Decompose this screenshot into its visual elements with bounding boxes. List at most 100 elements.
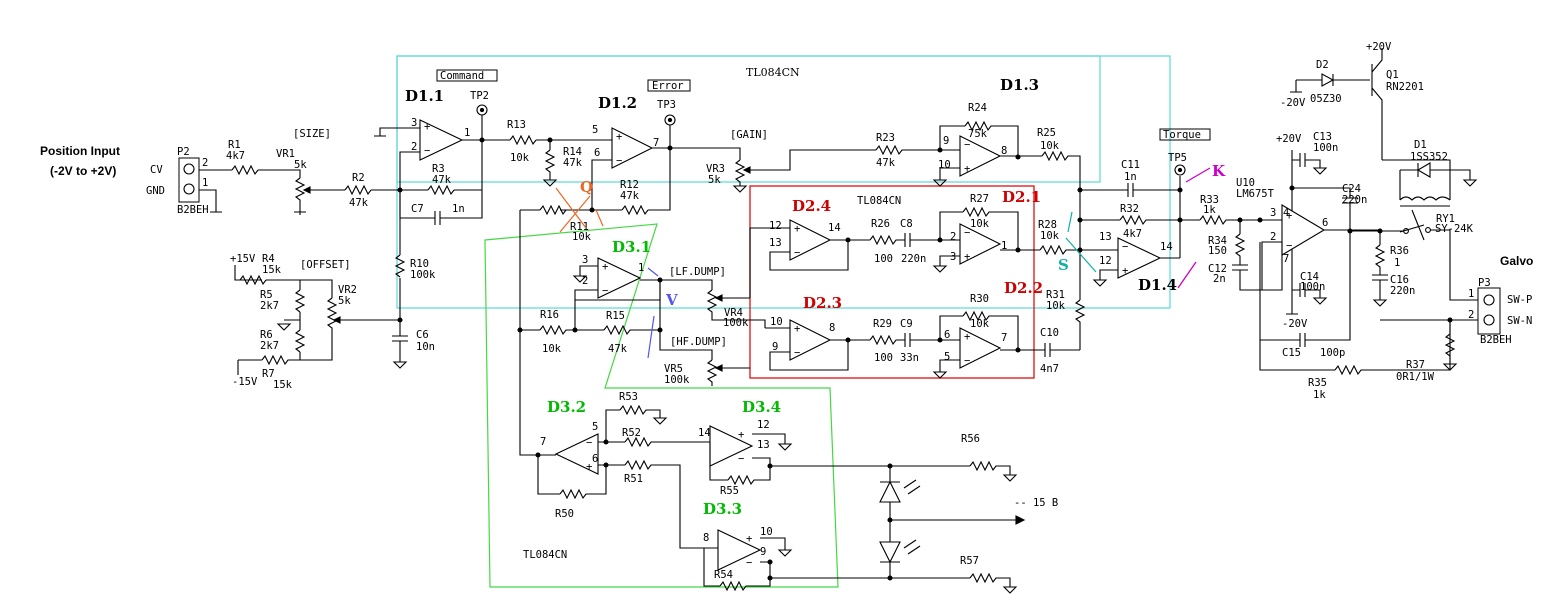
c13-value: 100n: [1313, 142, 1338, 154]
c9-label: C9: [900, 318, 913, 330]
p3-pin1: [1483, 294, 1495, 306]
p3-swp: SW-P: [1507, 294, 1532, 306]
r2-value: 47k: [349, 197, 369, 209]
marker-k: K: [1212, 162, 1226, 180]
resistor-r14: [544, 149, 556, 180]
pot-vr1: [294, 177, 306, 215]
r28-label: R28: [1038, 219, 1057, 231]
resistor-r6: [294, 329, 306, 353]
d2-value: 05Z30: [1310, 93, 1342, 105]
u10-pin6: 6: [1322, 217, 1328, 229]
resistor-r12: [592, 204, 649, 216]
block-d24: D2.4: [792, 197, 831, 215]
u10-pin3: 3: [1270, 207, 1276, 219]
supply-plus15: +15V: [230, 253, 256, 265]
capacitor-c13: [1292, 153, 1328, 175]
c16-label: C16: [1390, 274, 1409, 286]
d32-pin6: 6: [592, 453, 598, 465]
c15-label: C15: [1282, 347, 1301, 359]
opamp-d31: [597, 257, 642, 299]
r54-label: R54: [714, 569, 733, 581]
opamp-d12-plus: +: [616, 131, 622, 143]
d21-pin2: 2: [950, 231, 956, 243]
r37-label: R37: [1406, 359, 1425, 371]
marker-q-lines: [555, 187, 604, 233]
c14-value: 100n: [1300, 281, 1325, 293]
d12-pin5: 5: [592, 124, 598, 136]
opamp-d31-minus: −: [602, 285, 608, 297]
resistor-r56: [969, 460, 1018, 482]
label-command: Command: [440, 70, 484, 82]
title-position-input: Position Input: [40, 144, 120, 158]
capacitor-c11: [1080, 183, 1180, 197]
pot-vr2: [326, 297, 338, 342]
r32-value: 4k7: [1123, 228, 1142, 240]
d11-pin2: 2: [411, 141, 417, 153]
opamp-d31-plus: +: [602, 261, 608, 273]
d34-pin12: 12: [757, 419, 770, 431]
capacitor-c8: [904, 233, 940, 247]
resistor-r30: [962, 310, 1019, 350]
label-box-command: [436, 69, 498, 82]
resistor-r16: [539, 324, 604, 336]
block-d31: D3.1: [612, 238, 651, 256]
pot-vr4: [706, 289, 766, 328]
opamp-d33-minus: −: [746, 557, 752, 569]
opamp-d24: [789, 219, 832, 261]
resistor-r29: [869, 334, 905, 346]
d14-pin14: 14: [1160, 241, 1173, 253]
d32-pin7: 7: [540, 436, 546, 448]
r14-label: R14: [563, 146, 582, 158]
r1-value: 4k7: [226, 150, 245, 162]
opamp-u10-minus: −: [1286, 240, 1292, 252]
photodiode-upper: [879, 480, 901, 503]
r24-value: 75k: [968, 128, 988, 140]
p2-type: B2BEH: [177, 204, 209, 216]
r32-label: R32: [1120, 203, 1139, 215]
supply-minus20a: -20V: [1280, 97, 1306, 109]
block-d21: D2.1: [1002, 188, 1041, 206]
capacitor-c12: [1232, 241, 1283, 291]
r53-label: R53: [619, 391, 638, 403]
net-offset: [OFFSET]: [300, 259, 351, 271]
resistor-r11: [520, 204, 567, 216]
r7-value: 15k: [273, 379, 293, 391]
r1-label: R1: [228, 139, 241, 151]
r28-value: 10k: [1040, 230, 1060, 242]
p2-gnd: GND: [146, 185, 165, 197]
d31-pin2: 2: [582, 275, 588, 287]
r4-label: R4: [262, 253, 275, 265]
r55-label: R55: [720, 485, 739, 497]
r5-value: 2k7: [260, 300, 279, 312]
r34-label: R34: [1208, 235, 1227, 247]
block-d23: D2.3: [803, 294, 842, 312]
photodiode-lower: [879, 541, 901, 564]
opamp-d12: [611, 127, 654, 169]
tp2-label: TP2: [470, 90, 489, 102]
d32-pin5: 5: [592, 421, 598, 433]
d33-pin9: 9: [760, 546, 766, 558]
block-d14: D1.4: [1138, 276, 1177, 294]
resistor-r53: [619, 404, 668, 425]
opamp-d23: [789, 319, 832, 361]
vr3-label: VR3: [706, 163, 725, 175]
d31-pin3: 3: [582, 254, 588, 266]
label-box-error: [647, 79, 691, 92]
capacitor-c9: [904, 333, 940, 347]
q1-label: Q1: [1386, 69, 1399, 81]
label-torque: Torque: [1163, 129, 1201, 141]
r23-label: R23: [876, 132, 895, 144]
capacitor-c16: [1372, 274, 1388, 307]
r24-label: R24: [968, 102, 987, 114]
opamp-d21: [959, 223, 1002, 265]
opamp-d24-minus: −: [794, 247, 800, 259]
r23-value: 47k: [876, 157, 896, 169]
r26-value: 100: [874, 253, 893, 265]
c15-value: 100p: [1320, 347, 1345, 359]
p2-label: P2: [177, 146, 190, 158]
block-d11: D1.1: [405, 87, 444, 105]
marker-q: Q: [580, 178, 593, 196]
d33-pin8: 8: [703, 532, 709, 544]
d1-value: 1SS352: [1410, 151, 1448, 163]
marker-v-lines: [647, 267, 659, 359]
